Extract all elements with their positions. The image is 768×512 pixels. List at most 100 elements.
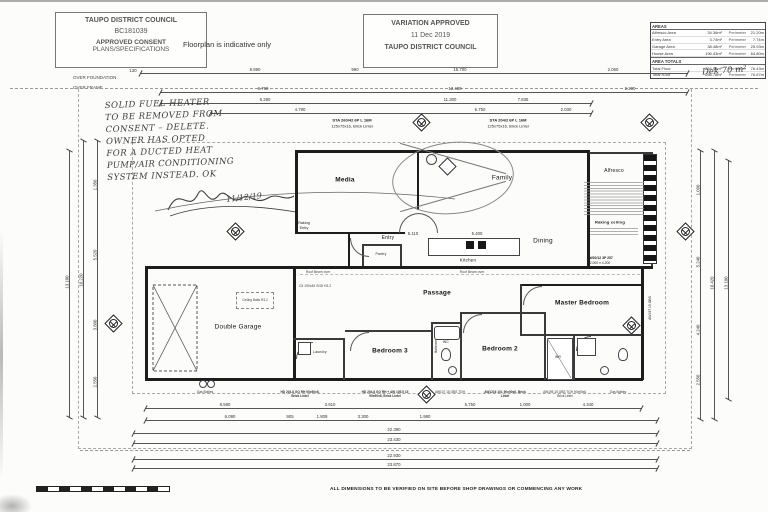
dimension-value: 23.870 xyxy=(387,462,401,467)
dimension-value: 22.930 xyxy=(387,453,401,458)
section-marker-circle xyxy=(420,388,433,401)
garage-door-cross xyxy=(152,284,198,372)
wall-segment xyxy=(431,322,462,324)
alfresco-spec-microtext xyxy=(590,228,638,236)
dimension-line xyxy=(133,468,658,469)
room-label-kitchen: Kitchen xyxy=(459,257,477,263)
dimension-value: 23.430 xyxy=(387,437,401,442)
roof-beam-label: Roof Beam over xyxy=(305,270,331,274)
footer-disclaimer: ALL DIMENSIONS TO BE VERIFIED ON SITE BE… xyxy=(330,487,583,492)
wall-segment xyxy=(295,150,298,234)
lintel-note-right-1: STA 204/2 6P L 16M xyxy=(489,117,527,123)
scan-edge-left xyxy=(0,230,3,480)
schedule-label: AW1216 10L 90x90x6, Brick Lintel xyxy=(484,390,526,399)
scan-edge-top xyxy=(0,0,768,2)
dimension-value: 4.240 xyxy=(695,324,701,336)
raking-ceiling-label: Raking ceiling xyxy=(595,219,625,225)
room-label-passage: Passage xyxy=(423,289,451,297)
beam-spec-note: C8 190x45 SG8 H3.2 xyxy=(298,284,332,288)
room-label-bedroom3: Bedroom 3 xyxy=(372,347,408,355)
areas-row-alfresco: Alfresco Area 34.36m² Perimeter 21.20m xyxy=(651,30,765,37)
wall-segment xyxy=(417,152,419,210)
heater-flue-circle xyxy=(426,154,437,165)
eaves-dashed-box xyxy=(132,142,666,394)
perimeter-label: Perimeter xyxy=(728,50,746,56)
section-marker-circle xyxy=(107,317,120,330)
window-label-master-size: 2.000 x 4.200 xyxy=(589,261,611,265)
area-label: Alfresco Area xyxy=(652,30,676,36)
foundation-dashed-line-bottom xyxy=(80,450,690,451)
dimension-value: 990 xyxy=(351,67,359,72)
dimension-value: 2.550 xyxy=(695,374,701,386)
schedule-label: Gas Bottles xyxy=(609,390,627,394)
oven-appliance xyxy=(478,241,486,249)
dimension-value: 8.890 xyxy=(249,67,261,72)
wall-segment xyxy=(400,244,402,267)
gas-bottle xyxy=(207,380,215,388)
wall-segment xyxy=(145,378,643,381)
roof-beam-label: Roof Beam over xyxy=(459,270,485,274)
room-label-laundry: Laundry xyxy=(313,350,327,354)
handwriting-flourish xyxy=(154,191,456,212)
roof-beam-dashed-line xyxy=(300,274,640,275)
lintel-note-left-2: 125x75x16, Brick Lintel xyxy=(331,123,373,129)
room-label-dining: Dining xyxy=(533,237,553,245)
perimeter-label: Perimeter xyxy=(728,72,746,78)
perimeter-label: Perimeter xyxy=(728,37,746,43)
dimension-line xyxy=(97,140,98,418)
dimension-value: 11.300 xyxy=(443,97,457,102)
dimension-value: 2.060 xyxy=(607,67,619,72)
bath-tub xyxy=(434,326,460,340)
dimension-value: 5.520 xyxy=(92,249,98,261)
indicative-note: Floorplan is indicative only xyxy=(183,40,271,49)
section-marker-circle xyxy=(643,116,656,129)
wall-segment xyxy=(520,284,642,286)
area-value: 266.78m² xyxy=(705,72,722,78)
schedule-label: Gas Bottles xyxy=(196,390,214,394)
areas-row-garage: Garage Area 38.48m² Perimeter 25.93m xyxy=(651,44,765,51)
dimension-value: 6.790 xyxy=(257,86,269,91)
window-label-side: AW197 15 OBS xyxy=(648,296,652,320)
dimension-line xyxy=(69,150,70,418)
room-label-pantry: Pantry xyxy=(375,252,387,256)
dimension-value: 5.110 xyxy=(407,231,419,236)
perimeter-value: 76.67m xyxy=(750,72,764,78)
door-swing xyxy=(576,336,591,351)
dimension-value: 3.300 xyxy=(357,414,369,419)
handwritten-variation-note: SOLID FUEL HEATER TO BE REMOVED FROM CON… xyxy=(105,95,284,183)
council-stamp-line4: PLANS/SPECIFICATIONS xyxy=(92,46,170,53)
areas-row-house: House Area 196.43m² Perimeter 64.80m xyxy=(651,50,765,58)
areas-table-title: AREAS xyxy=(651,23,765,30)
dimension-value: 4.790 xyxy=(294,107,306,112)
scale-bar xyxy=(36,486,170,492)
dimension-line xyxy=(160,92,688,93)
room-label-wr: WR xyxy=(554,355,562,359)
variation-stamp-date: 11 Dec 2019 xyxy=(410,32,451,39)
dimension-line xyxy=(145,408,642,409)
dimension-value: 6.090 xyxy=(224,414,236,419)
ceiling-batts-note: Ceiling Batts R3.2 xyxy=(236,292,274,309)
wall-segment xyxy=(295,150,589,153)
dimension-value: 2.550 xyxy=(92,376,98,388)
wall-segment xyxy=(573,334,575,380)
dimension-line xyxy=(140,73,688,74)
wall-segment xyxy=(345,330,433,332)
dimension-line xyxy=(700,150,701,420)
areas-row-total-floor: Total Floor 234.98m² Perimeter 76.43m xyxy=(651,65,765,72)
dimension-value: 905 xyxy=(286,414,294,419)
ceiling-batts-text: Ceiling Batts R3.2 xyxy=(242,297,268,302)
area-value: 196.43m² xyxy=(705,50,722,56)
dimension-value: 13.480 xyxy=(448,86,462,91)
section-marker-circle xyxy=(415,116,428,129)
scan-smudge-bottom-left xyxy=(0,494,32,512)
area-value: 234.98m² xyxy=(705,65,722,71)
dimension-line xyxy=(145,420,658,421)
dimension-line xyxy=(133,459,658,460)
signature-scribble xyxy=(167,190,297,217)
room-label-bedroom2: Bedroom 2 xyxy=(482,345,518,353)
areas-table: AREAS Alfresco Area 34.36m² Perimeter 21… xyxy=(650,22,766,79)
dimension-value: 13.100 xyxy=(64,275,70,289)
dimension-value: 5.750 xyxy=(464,402,476,407)
room-label-media: Media xyxy=(335,176,355,184)
